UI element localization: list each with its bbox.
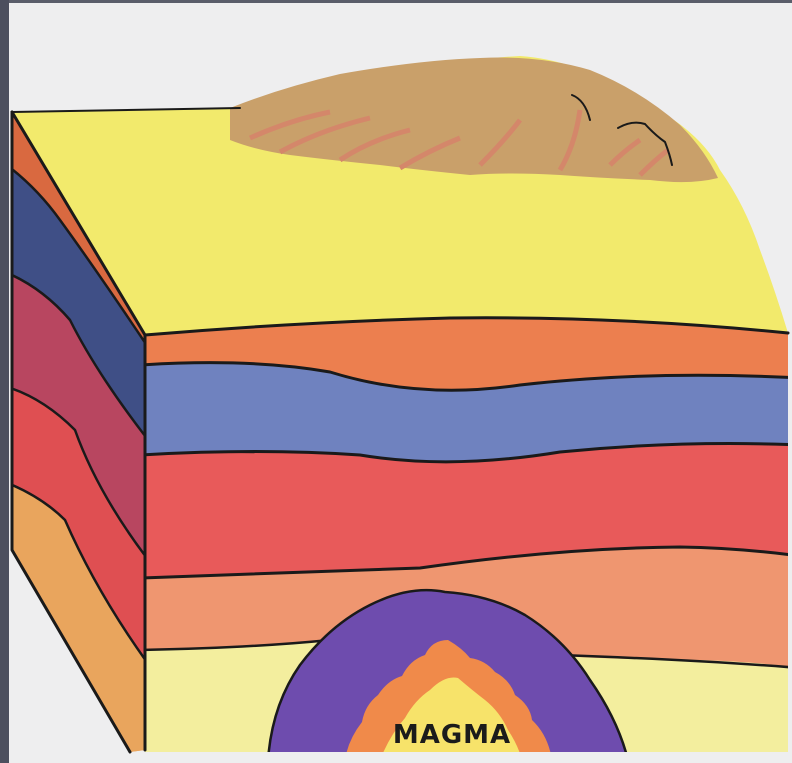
magma-label: MAGMA: [393, 720, 511, 750]
block-front-face: [140, 310, 792, 760]
